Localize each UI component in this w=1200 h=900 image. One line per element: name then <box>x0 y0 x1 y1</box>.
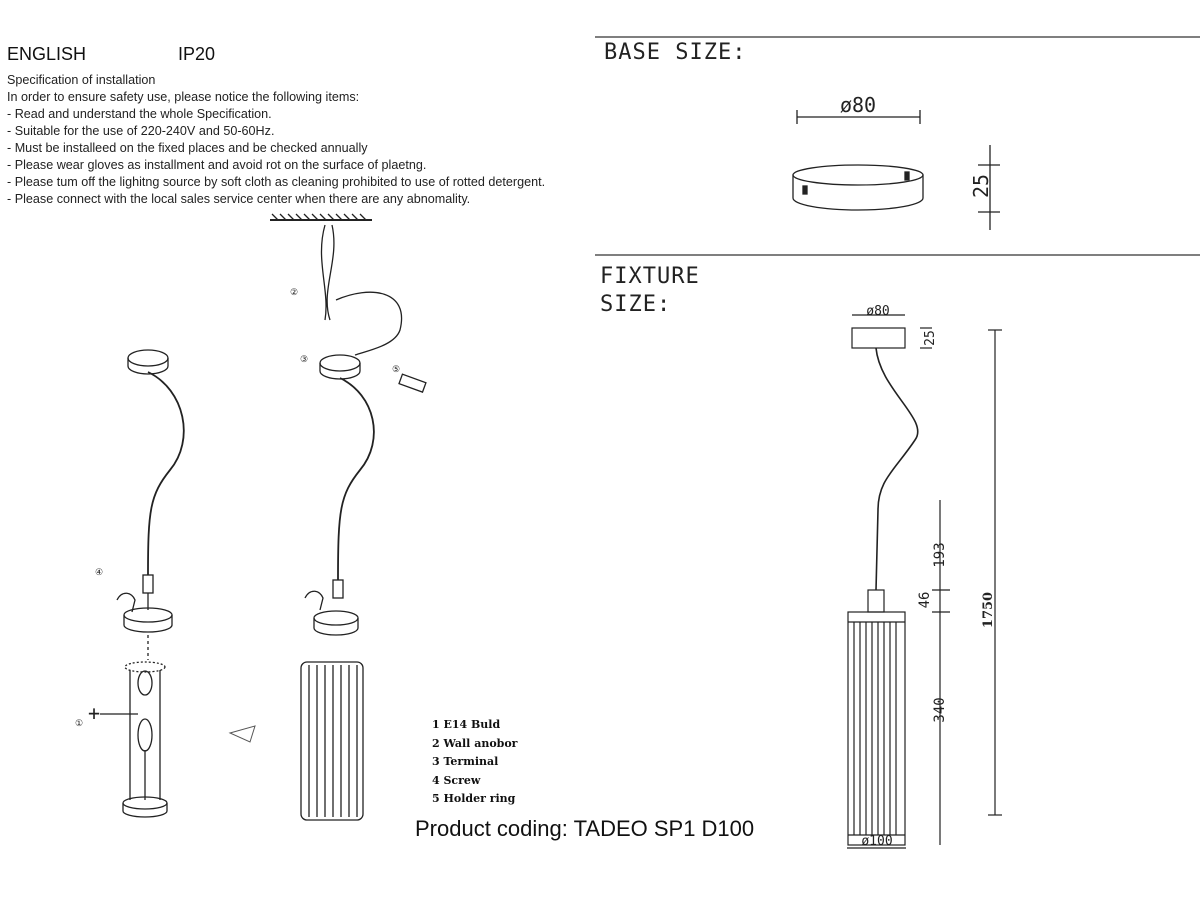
legend-item: 3 Terminal <box>432 755 499 768</box>
fixture-size-title-line2: SIZE: <box>600 292 672 317</box>
legend-item: 1 E14 Buld <box>432 718 501 731</box>
callout-marker: ③ <box>300 355 308 365</box>
canopy-height-label: 25 <box>923 330 938 346</box>
connector-length-label: 46 <box>917 592 933 609</box>
fixture-size-title-line1: FIXTURE <box>600 264 700 289</box>
language-label: ENGLISH <box>7 44 87 64</box>
cord-length-label: 193 <box>932 542 948 567</box>
base-drawing <box>792 110 1000 230</box>
callout-marker: ④ <box>95 568 103 578</box>
spec-item: - Must be installeed on the fixed places… <box>7 141 368 155</box>
base-size-title: BASE SIZE: <box>604 40 747 65</box>
spec-item: - Please wear gloves as installment and … <box>7 158 427 172</box>
legend-item: 5 Holder ring <box>432 792 516 805</box>
callout-marker: ① <box>75 719 83 729</box>
base-diameter-label: ø80 <box>840 93 876 117</box>
plus-marker: + <box>88 701 100 725</box>
fixture-drawing <box>847 314 1002 849</box>
spec-intro: In order to ensure safety use, please no… <box>7 90 360 104</box>
installation-specification: Specification of installation In order t… <box>7 72 545 208</box>
spec-item: - Read and understand the whole Specific… <box>7 107 272 121</box>
assembly-illustration-1 <box>100 349 185 818</box>
shade-diameter-label: ø100 <box>861 834 892 849</box>
legend-item: 2 Wall anobor <box>432 736 518 750</box>
legend-item: 4 Screw <box>432 773 481 787</box>
total-height-label: 1750 <box>981 592 996 628</box>
parts-legend: 1 E14 Buld 2 Wall anobor 3 Terminal 4 Sc… <box>432 716 517 809</box>
callout-marker: ⑤ <box>392 365 400 375</box>
assembly-illustration-2 <box>270 213 427 821</box>
base-height-label: 25 <box>969 174 993 198</box>
canopy-diameter-label: ø80 <box>866 304 889 319</box>
product-coding: Product coding: TADEO SP1 D100 <box>415 816 755 841</box>
ip-rating: IP20 <box>178 44 216 64</box>
next-step-arrow-icon <box>228 725 256 743</box>
callout-marker: ② <box>290 288 298 298</box>
spec-item: - Please tum off the lighitng source by … <box>7 175 546 189</box>
shade-length-label: 340 <box>932 697 948 722</box>
spec-item: - Please connect with the local sales se… <box>7 192 471 206</box>
spec-title: Specification of installation <box>7 73 156 87</box>
spec-item: - Suitable for the use of 220-240V and 5… <box>7 124 275 138</box>
